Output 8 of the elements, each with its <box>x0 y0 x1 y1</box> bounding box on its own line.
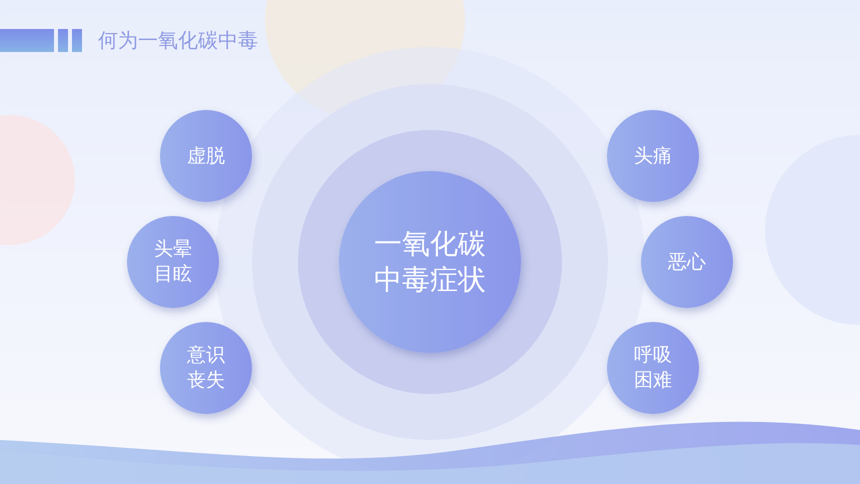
center-label: 一氧化碳中毒症状 <box>372 226 487 298</box>
symptom-label: 呼吸困难 <box>633 343 673 393</box>
symptom-label: 头痛 <box>633 144 673 168</box>
symptom-label: 头晕目眩 <box>153 237 193 287</box>
symptom-label: 虚脱 <box>186 144 226 168</box>
slide-title: 何为一氧化碳中毒 <box>98 27 258 53</box>
symptom-label: 恶心 <box>667 250 707 274</box>
symptom-label: 意识丧失 <box>186 343 226 393</box>
